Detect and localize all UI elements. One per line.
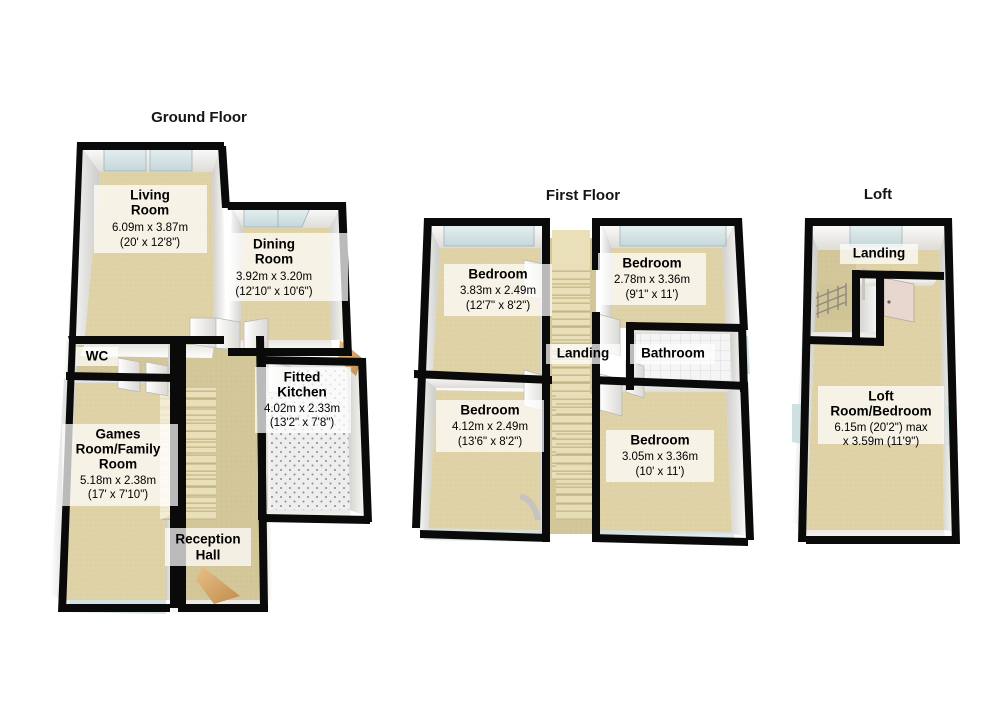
bedroom-2-metric: 2.78m x 3.36m — [614, 274, 690, 286]
dining-room-imperial: (12'10" x 10'6") — [235, 286, 312, 298]
bedroom-2-window — [619, 223, 727, 247]
bedroom-3-metric: 4.12m x 2.49m — [452, 421, 528, 433]
bedroom-2-imperial: (9'1" x 11') — [625, 289, 678, 301]
reception-hall-label-bg — [165, 528, 251, 566]
loft-labels: Landing Loft Room/Bedroom 6.15m (20'2") … — [818, 244, 944, 448]
games-room-name-2: Room/Family — [76, 442, 161, 457]
bathroom-name: Bathroom — [641, 346, 705, 361]
games-room-imperial: (17' x 7'10") — [88, 489, 148, 501]
landing-first-name: Landing — [557, 346, 610, 361]
loft-landing-window — [849, 223, 903, 247]
loft-room-name-2: Room/Bedroom — [830, 404, 931, 419]
games-room-name-3: Room — [99, 457, 137, 472]
bedroom-4-name: Bedroom — [630, 433, 689, 448]
landing-door-swing — [518, 493, 541, 521]
front-door — [196, 566, 240, 604]
dining-room-name-2: Room — [255, 252, 293, 267]
living-room-window-1 — [103, 146, 147, 172]
living-room-metric: 6.09m x 3.87m — [112, 222, 188, 234]
landing-loft-name: Landing — [853, 246, 906, 261]
fitted-kitchen-name-1: Fitted — [284, 370, 321, 385]
fitted-kitchen-label-bg — [255, 367, 351, 433]
loft-door-handle — [887, 300, 891, 304]
loft-title: Loft — [864, 186, 892, 203]
loft-room-imperial: x 3.59m (11'9") — [843, 436, 920, 448]
fitted-kitchen-name-2: Kitchen — [277, 385, 327, 400]
loft-velux-left — [792, 404, 802, 444]
dining-room-door — [215, 317, 241, 351]
bedroom-3-imperial: (13'6" x 8'2") — [458, 436, 523, 448]
bedroom-1-name: Bedroom — [468, 267, 527, 282]
floor-ground: Living Room 6.09m x 3.87m (20' x 12'8") … — [50, 109, 372, 614]
landing-first-label-bg — [546, 344, 620, 364]
living-room-label-bg — [94, 185, 207, 253]
wc-label-bg — [76, 347, 118, 366]
living-room-name-2: Room — [131, 203, 169, 218]
floor-loft: Landing Loft Room/Bedroom 6.15m (20'2") … — [792, 186, 960, 544]
games-room-metric: 5.18m x 2.38m — [80, 475, 156, 487]
reception-hall-name-1: Reception — [175, 532, 240, 547]
loft-stair-rail — [815, 268, 865, 320]
ground-labels: Living Room 6.09m x 3.87m (20' x 12'8") … — [62, 185, 351, 566]
first-labels: Bedroom 3.83m x 2.49m (12'7" x 8'2") Bed… — [436, 253, 715, 482]
loft-room-door — [883, 277, 915, 323]
dining-room-name-1: Dining — [253, 237, 295, 252]
bedroom-1-window — [443, 223, 535, 247]
reception-hall-name-2: Hall — [196, 548, 221, 563]
loft-room-label-bg — [818, 386, 944, 444]
first-staircase — [552, 230, 592, 520]
landing-loft-label-bg — [840, 244, 918, 264]
games-room-name-1: Games — [95, 427, 140, 442]
bedroom-1-imperial: (12'7" x 8'2") — [466, 300, 531, 312]
bedroom-3-label-bg — [436, 400, 544, 452]
bedroom-4-label-bg — [606, 430, 714, 482]
bedroom-1-label-bg — [444, 264, 552, 316]
bedroom-2-label-bg — [598, 253, 706, 305]
living-room-imperial: (20' x 12'8") — [120, 237, 180, 249]
loft-room-metric: 6.15m (20'2") max — [834, 422, 927, 434]
loft-newel-post — [862, 268, 865, 300]
first-floor-title: First Floor — [546, 187, 620, 204]
living-room-name-1: Living — [130, 188, 170, 203]
bedroom-4-metric: 3.05m x 3.36m — [622, 451, 698, 463]
dining-room-metric: 3.92m x 3.20m — [236, 271, 312, 283]
loft-wall-outlines — [798, 218, 960, 544]
bedroom-4-imperial: (10' x 11') — [636, 466, 685, 478]
ground-floor-title: Ground Floor — [151, 109, 247, 126]
loft-room-name-1: Loft — [868, 389, 894, 404]
bedroom-3-name: Bedroom — [460, 403, 519, 418]
loft-doors — [883, 277, 915, 323]
bedroom-2-name: Bedroom — [622, 256, 681, 271]
games-room-label-bg — [62, 424, 178, 506]
floor-first: Bedroom 3.83m x 2.49m (12'7" x 8'2") Bed… — [412, 187, 754, 546]
dining-room-window — [243, 207, 279, 228]
bathroom-label-bg — [630, 344, 715, 364]
dining-room-label-bg — [228, 233, 348, 301]
wc-name: WC — [86, 349, 109, 364]
first-staircase-lower-flight — [556, 394, 592, 520]
bedroom-1-metric: 3.83m x 2.49m — [460, 285, 536, 297]
fitted-kitchen-imperial: (13'2" x 7'8") — [270, 417, 335, 429]
fitted-kitchen-metric: 4.02m x 2.33m — [264, 403, 340, 415]
living-room-window-2 — [149, 146, 193, 172]
staircase-top-landing — [552, 230, 590, 270]
dining-room-door-2 — [243, 317, 269, 353]
